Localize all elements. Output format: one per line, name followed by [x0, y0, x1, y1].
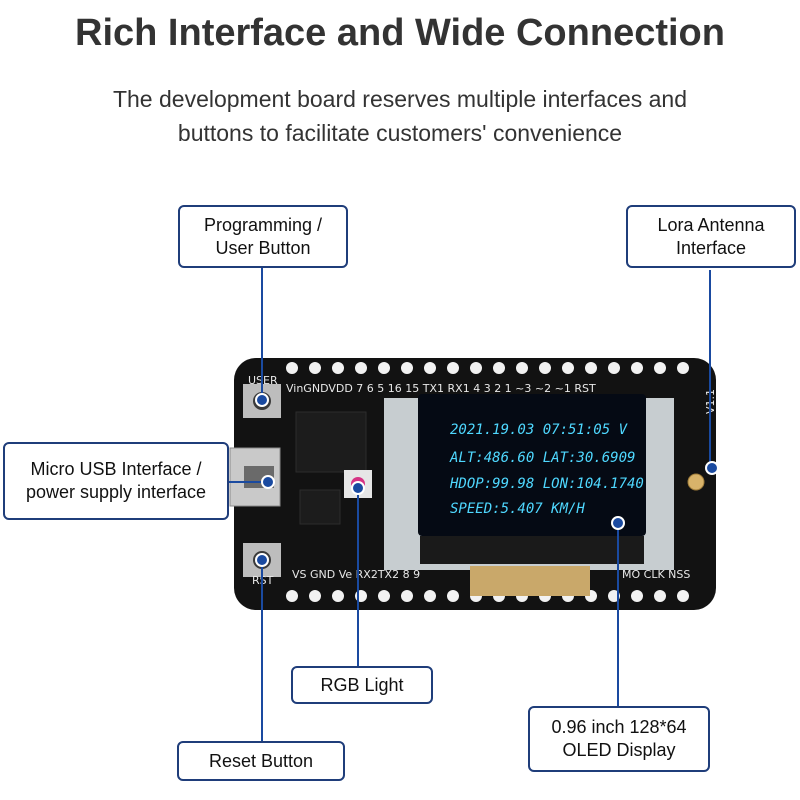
- callout-user-button: Programming / User Button: [178, 205, 348, 268]
- oled-line: SPEED:5.407 KM/H: [450, 501, 585, 517]
- pin-hole: [654, 590, 666, 602]
- callout-line: Reset Button: [208, 750, 314, 771]
- top-pin-header: [286, 362, 689, 374]
- pin-hole: [631, 362, 643, 374]
- pin-hole: [585, 362, 597, 374]
- pin-hole: [562, 362, 574, 374]
- oled-screen: [418, 394, 646, 536]
- callout-line: Micro USB Interface /: [30, 459, 202, 479]
- pin-hole: [332, 362, 344, 374]
- callout-reset: Reset Button: [177, 741, 345, 781]
- top-pin-labels: VinGNDVDD 7 6 5 16 15 TX1 RX1 4 3 2 1 ~3…: [286, 382, 596, 395]
- pin-hole: [309, 362, 321, 374]
- pointer-dots: [255, 393, 719, 567]
- pin-hole: [355, 362, 367, 374]
- subtitle-line-1: The development board reserves multiple …: [112, 86, 688, 112]
- pin-hole: [516, 362, 528, 374]
- oled-line: HDOP:99.98 LON:104.1740: [449, 476, 644, 492]
- pin-hole: [608, 362, 620, 374]
- page-subtitle: The development board reserves multiple …: [0, 82, 800, 150]
- pin-hole: [309, 590, 321, 602]
- page-title: Rich Interface and Wide Connection: [75, 12, 725, 54]
- subtitle-line-2: buttons to facilitate customers' conveni…: [177, 120, 623, 146]
- callout-antenna: Lora Antenna Interface: [626, 205, 796, 268]
- pin-hole: [677, 590, 689, 602]
- pin-hole: [286, 590, 298, 602]
- pin-hole: [424, 590, 436, 602]
- pin-hole: [447, 362, 459, 374]
- callout-oled: 0.96 inch 128*64 OLED Display: [528, 706, 710, 772]
- callout-line: Interface: [675, 237, 747, 258]
- pin-hole: [654, 362, 666, 374]
- pin-hole: [539, 362, 551, 374]
- callout-line: User Button: [215, 237, 311, 258]
- pin-hole: [332, 590, 344, 602]
- pin-hole: [401, 590, 413, 602]
- callout-line: Lora Antenna: [657, 214, 765, 235]
- oled-line: 2021.19.03 07:51:05 V: [450, 422, 629, 438]
- pin-hole: [286, 362, 298, 374]
- oled-text: 2021.19.03 07:51:05 V ALT:486.60 LAT:30.…: [449, 422, 644, 517]
- callout-line: Programming /: [203, 214, 323, 235]
- callout-line: RGB Light: [320, 674, 404, 695]
- pin-hole: [378, 590, 390, 602]
- pin-hole: [424, 362, 436, 374]
- callout-rgb: RGB Light: [291, 666, 433, 704]
- pin-hole: [677, 362, 689, 374]
- pin-hole: [631, 590, 643, 602]
- pin-hole: [447, 590, 459, 602]
- antenna-connector: [687, 473, 705, 491]
- callout-pointers: [220, 268, 711, 744]
- bottom-pin-labels-right: MO CLK NSS: [622, 568, 690, 581]
- bottom-pin-labels: VS GND Ve RX2TX2 8 9: [292, 568, 420, 581]
- callout-usb: Micro USB Interface / power supply inter…: [3, 442, 229, 520]
- pin-hole: [378, 362, 390, 374]
- callout-line: OLED Display: [562, 740, 676, 760]
- pin-hole: [470, 362, 482, 374]
- callout-line: 0.96 inch 128*64: [551, 717, 687, 737]
- callout-line: power supply interface: [25, 482, 207, 502]
- pin-hole: [493, 362, 505, 374]
- pin-hole: [401, 362, 413, 374]
- oled-line: ALT:486.60 LAT:30.6909: [449, 450, 635, 466]
- pin-hole: [355, 590, 367, 602]
